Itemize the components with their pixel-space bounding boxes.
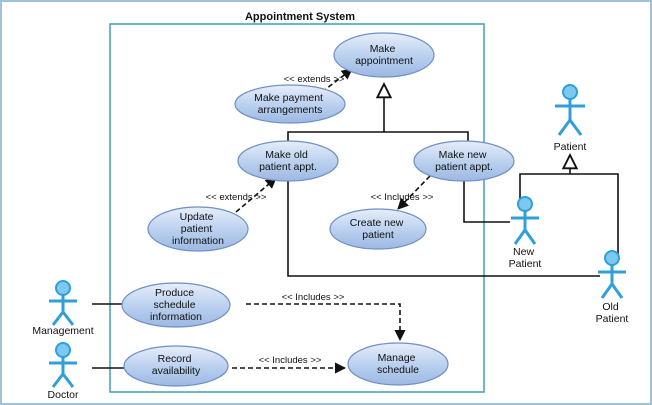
- actor-management[interactable]: [49, 280, 77, 326]
- use-case-create-patient[interactable]: Create new patient: [329, 208, 427, 250]
- use-case-label: Manage schedule: [377, 352, 419, 376]
- use-case-update-patient[interactable]: Update patient information: [147, 206, 249, 252]
- actor-new-patient[interactable]: [511, 196, 539, 245]
- actor-label-old-patient: Old Patient: [596, 301, 629, 325]
- old-patient-association: [287, 178, 600, 277]
- use-case-produce-schedule[interactable]: Produce schedule information: [121, 282, 231, 328]
- includes-label-create: << Includes >>: [371, 192, 434, 203]
- generalization-branch: [287, 131, 469, 148]
- extends-payment-line: [321, 68, 353, 93]
- extends-update-line: [235, 177, 277, 213]
- use-case-record-availability[interactable]: Record availability: [123, 345, 229, 387]
- use-case-label: Make old patient appt.: [259, 149, 317, 173]
- use-case-manage-schedule[interactable]: Manage schedule: [347, 342, 449, 386]
- actor-label-new-patient: New Patient: [509, 246, 542, 270]
- actor-old-patient[interactable]: [598, 250, 626, 299]
- use-case-make-old-appt[interactable]: Make old patient appt.: [237, 140, 339, 182]
- use-case-label: Produce schedule information: [150, 287, 202, 323]
- actor-label-patient: Patient: [554, 141, 587, 153]
- includes-label-produce: << Includes >>: [282, 292, 345, 303]
- use-case-make-appointment[interactable]: Make appointment: [333, 32, 435, 78]
- use-case-label: Make new patient appt.: [435, 149, 493, 173]
- actor-label-management: Management: [32, 325, 93, 337]
- patient-generalization-branch: [519, 173, 619, 262]
- actor-patient[interactable]: [555, 84, 585, 136]
- new-patient-association: [463, 180, 510, 223]
- actor-doctor[interactable]: [49, 342, 77, 388]
- extends-label-payment: << extends >>: [284, 74, 345, 85]
- use-case-label: Make payment arrangements: [254, 92, 326, 116]
- includes-produce-line: [246, 303, 406, 342]
- use-case-label: Update patient information: [172, 211, 224, 247]
- actor-label-doctor: Doctor: [48, 389, 79, 401]
- use-case-make-new-appt[interactable]: Make new patient appt.: [413, 140, 515, 182]
- use-case-label: Record availability: [152, 353, 201, 377]
- use-case-label: Make appointment: [355, 43, 413, 67]
- extends-label-update: << extends >>: [206, 192, 267, 203]
- system-boundary: [109, 23, 485, 393]
- system-title: Appointment System: [245, 11, 355, 23]
- includes-label-record: << Includes >>: [259, 355, 322, 366]
- use-case-make-payment[interactable]: Make payment arrangements: [234, 84, 346, 124]
- use-case-label: Create new patient: [350, 217, 407, 241]
